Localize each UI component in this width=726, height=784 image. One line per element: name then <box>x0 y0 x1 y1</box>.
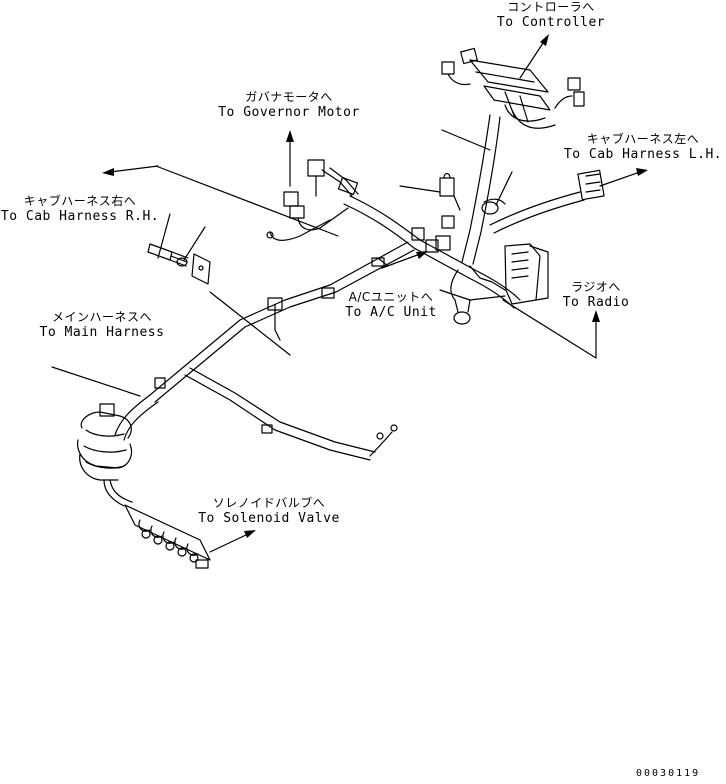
main-harness-connector <box>77 403 133 507</box>
label-solenoid: ソレノイドバルブへ To Solenoid Valve <box>190 496 348 526</box>
label-main-harness: メインハーネスへ To Main Harness <box>32 310 172 340</box>
arrowhead-ac <box>416 251 428 259</box>
direction-arrows <box>109 39 641 553</box>
controller-branch <box>461 104 556 265</box>
drawing-id: 00030119 <box>636 768 701 779</box>
arrowhead-cab-rh <box>102 168 114 176</box>
label-governor-jp: ガバナモータへ <box>245 90 333 104</box>
label-cab-lh-en: To Cab Harness L.H. <box>563 147 723 162</box>
label-solenoid-en: To Solenoid Valve <box>198 511 340 526</box>
label-controller-en: To Controller <box>496 15 606 30</box>
left-harness <box>114 287 398 461</box>
cab-lh-branch <box>489 169 605 234</box>
arrow-heads <box>102 34 648 538</box>
label-governor-en: To Governor Motor <box>218 105 360 120</box>
arrowhead-cab-lh <box>636 168 648 176</box>
label-cab-lh-jp: キャブハーネス左へ <box>586 132 700 146</box>
arrowhead-controller <box>540 34 549 46</box>
label-cab-rh-en: To Cab Harness R.H. <box>0 209 160 224</box>
label-ac-unit-en: To A/C Unit <box>345 305 437 320</box>
label-ac-unit: A/Cユニットへ To A/C Unit <box>336 290 446 320</box>
label-controller: コントローラへ To Controller <box>488 0 614 30</box>
label-radio-en: To Radio <box>562 295 630 310</box>
label-cab-rh-jp: キャブハーネス右へ <box>23 194 137 208</box>
label-radio: ラジオへ To Radio <box>556 280 636 310</box>
label-controller-jp: コントローラへ <box>507 0 595 14</box>
label-cab-lh: キャブハーネス左へ To Cab Harness L.H. <box>560 132 726 162</box>
radio-connector <box>439 243 549 325</box>
solenoid-connectors <box>124 504 211 569</box>
label-cab-rh: キャブハーネス右へ To Cab Harness R.H. <box>0 194 160 224</box>
arrowhead-governor <box>286 130 294 142</box>
label-radio-jp: ラジオへ <box>571 280 621 294</box>
label-governor: ガバナモータへ To Governor Motor <box>214 90 364 120</box>
label-main-harness-jp: メインハーネスへ <box>51 310 152 324</box>
label-main-harness-en: To Main Harness <box>39 325 165 340</box>
label-solenoid-jp: ソレノイドバルブへ <box>212 496 326 510</box>
controller-connectors <box>441 47 585 123</box>
governor-connectors <box>266 159 359 241</box>
label-ac-unit-jp: A/Cユニットへ <box>348 290 434 304</box>
center-connectors <box>371 172 506 267</box>
loose-hardware <box>147 243 211 285</box>
leader-lines <box>51 129 597 397</box>
arrowhead-radio <box>592 310 600 322</box>
arrowhead-solenoid <box>244 530 256 538</box>
